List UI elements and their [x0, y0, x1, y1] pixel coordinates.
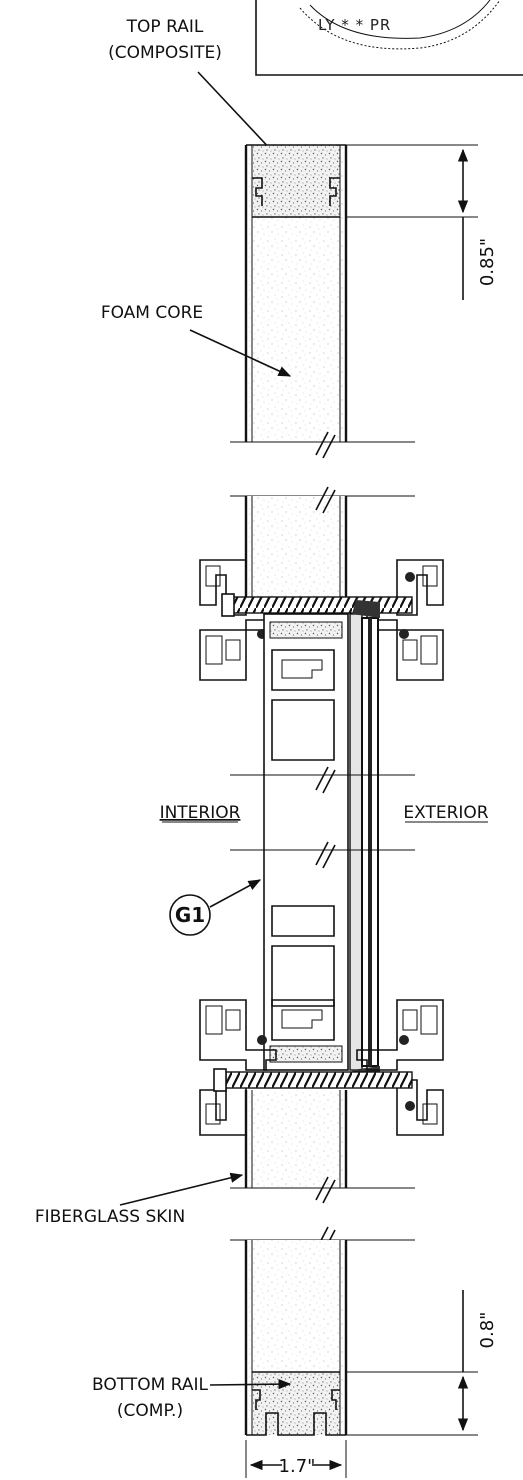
door-thickness-dimension: 1.7": [245, 1440, 347, 1478]
bottom-rail-sublabel: (COMP.): [117, 1401, 183, 1421]
middle-door-panel: [230, 495, 415, 610]
break-mark: [315, 766, 336, 869]
door-thickness-value: 1.7": [279, 1456, 316, 1477]
stamp-text: LY * * PR: [318, 16, 391, 34]
upper-interior-frame: [199, 559, 277, 681]
bottom-rail-leader: [209, 1379, 292, 1390]
lower-door-panel: [230, 1090, 415, 1189]
foam-core-label: FOAM CORE: [101, 303, 203, 323]
bottom-rail-label: BOTTOM RAIL: [92, 1375, 208, 1395]
glass-callout-text: G1: [175, 903, 205, 927]
interior-label: INTERIOR: [160, 803, 241, 823]
fiberglass-skin-label: FIBERGLASS SKIN: [35, 1207, 185, 1227]
seal: [399, 1035, 409, 1045]
seal: [257, 1035, 267, 1045]
fiberglass-skin-leader: [119, 1172, 244, 1206]
engineer-stamp: LY * * PR: [255, 0, 523, 76]
bottom-rail-dimension: 0.8": [346, 1290, 498, 1436]
break-mark: [315, 486, 336, 514]
top-rail-dimension: 0.85": [346, 144, 498, 300]
bottom-rail-dimension-value: 0.8": [477, 1312, 498, 1349]
seal: [405, 572, 415, 582]
lower-interior-frame: [199, 999, 277, 1136]
upper-screw: [221, 593, 413, 617]
seal: [405, 1101, 415, 1111]
exterior-label: EXTERIOR: [403, 803, 488, 823]
top-rail-sublabel: (COMPOSITE): [108, 43, 222, 63]
break-mark: [315, 431, 336, 459]
glass-unit: [230, 600, 415, 1084]
top-rail-label: TOP RAIL: [126, 17, 204, 37]
lower-screw: [213, 1068, 413, 1092]
bottom-door-panel: [230, 1239, 415, 1436]
foam-core-leader: [189, 329, 292, 377]
upper-door-panel: [230, 144, 415, 443]
lower-exterior-frame: [356, 999, 444, 1136]
top-rail-dimension-value: 0.85": [477, 238, 498, 286]
seal: [399, 629, 409, 639]
glass-callout: G1: [169, 879, 262, 936]
